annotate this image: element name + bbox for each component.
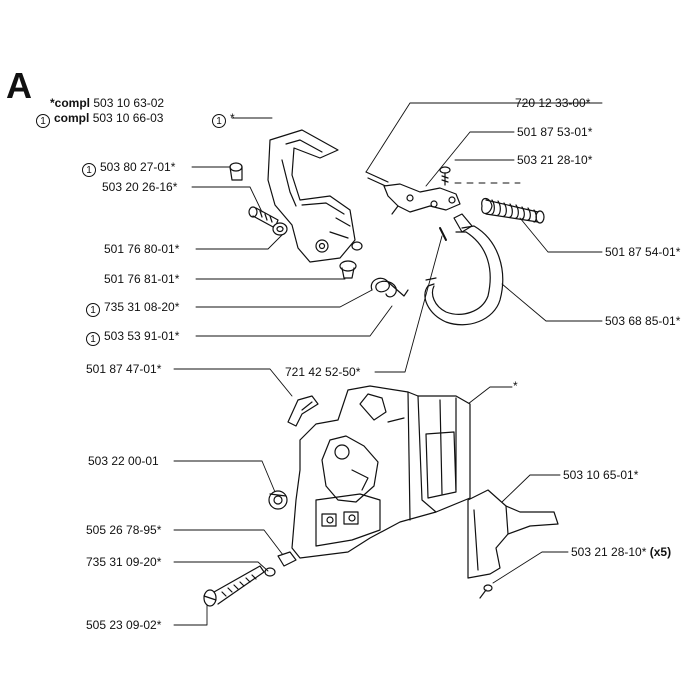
chain-brake-handle: [267, 129, 356, 263]
callout-c21: 505 23 09-02*: [86, 618, 161, 632]
part-number: 503 22 00-01: [88, 454, 159, 468]
callout-c1: 1*: [212, 111, 235, 128]
callout-c3: 503 20 26-16*: [102, 180, 177, 194]
kit-prefix: *: [50, 96, 55, 110]
leader-c9: [365, 102, 603, 173]
spring-washer-part: [264, 567, 276, 577]
part-number: 503 21 28-10*: [517, 153, 593, 167]
leader-c4: [195, 231, 286, 250]
part-number: 501 87 54-01*: [605, 245, 681, 259]
guide-plate-part: [277, 551, 297, 567]
leader-c10: [425, 131, 515, 187]
callout-c5: 501 76 81-01*: [104, 272, 179, 286]
kit-word: compl: [54, 96, 91, 110]
leader-c15: [173, 368, 293, 397]
circled-number: 1: [82, 163, 96, 177]
leader-c8: [374, 235, 443, 373]
leader-c7: [195, 305, 393, 337]
part-number: 503 20 26-16*: [102, 180, 178, 194]
callout-c13: 503 68 85-01*: [605, 314, 680, 328]
callout-c14: *: [513, 379, 518, 393]
part-number: 505 26 78-95*: [86, 523, 162, 537]
part-number: 503 53 91-01*: [104, 329, 180, 343]
leader-c17: [501, 474, 561, 503]
callout-c6: 1 735 31 08-20*: [86, 300, 179, 317]
clutch-cover-housing: [291, 385, 471, 559]
section-letter: A: [6, 65, 32, 106]
leader-c16: [173, 460, 276, 493]
leader-lines: [173, 102, 603, 626]
callout-c9: 720 12 33-00*: [515, 96, 590, 110]
kit-number: 503 10 63-02: [93, 96, 165, 110]
kit-line-2: 1 compl 503 10 66-03: [36, 111, 163, 128]
part-number: *: [230, 111, 235, 125]
part-number: 501 87 53-01*: [517, 125, 593, 139]
screw-part: [439, 166, 451, 186]
catch-lever-part: [287, 395, 319, 427]
pin-part: [439, 227, 447, 241]
part-number: 721 42 52-50*: [285, 365, 361, 379]
kit-line-1: *compl 503 10 63-02: [50, 96, 164, 111]
leader-c21: [173, 597, 208, 626]
rivet-part: [229, 162, 243, 181]
part-number: 720 12 33-00*: [515, 96, 591, 110]
part-number: 501 76 80-01*: [104, 242, 180, 256]
part-number: 503 68 85-01*: [605, 314, 681, 328]
circled-number: 1: [212, 114, 226, 128]
callout-c16: 503 22 00-01: [88, 454, 159, 468]
callout-c7: 1 503 53 91-01*: [86, 329, 179, 346]
leader-c6: [195, 289, 373, 308]
callout-c17: 503 10 65-01*: [563, 468, 638, 482]
part-number: *: [513, 379, 518, 393]
kit-word: compl: [54, 111, 90, 125]
brake-band-part: [424, 213, 504, 326]
callout-c10: 501 87 53-01*: [517, 125, 592, 139]
washer-part: [351, 241, 363, 251]
nut-part: [268, 490, 288, 510]
part-number: 501 76 81-01*: [104, 272, 180, 286]
part-number: 501 87 47-01*: [86, 362, 162, 376]
kit-number: 503 10 66-03: [92, 111, 164, 125]
shoulder-screw-part: [248, 206, 288, 236]
callout-c15: 501 87 47-01*: [86, 362, 161, 376]
callout-c20: 503 21 28-10* (x5): [571, 545, 671, 559]
leader-c20: [492, 551, 569, 584]
part-number: 503 21 28-10*: [571, 545, 647, 559]
callout-c4: 501 76 80-01*: [104, 242, 179, 256]
circled-number: 1: [86, 332, 100, 346]
callout-c2: 1 503 80 27-01*: [82, 160, 175, 177]
brake-lever-part: [365, 171, 461, 215]
callout-c18: 505 26 78-95*: [86, 523, 161, 537]
pivot-bushing-part: [339, 260, 357, 279]
torsion-spring-part: [370, 277, 409, 298]
callout-c8: 721 42 52-50*: [285, 365, 360, 379]
leader-c18: [173, 529, 284, 556]
part-number: 735 31 08-20*: [104, 300, 180, 314]
leader-c19: [173, 561, 269, 572]
adjuster-screw-part: [203, 565, 265, 607]
leader-c13: [501, 283, 603, 322]
callout-c19: 735 31 09-20*: [86, 555, 161, 569]
quantity-note: (x5): [649, 545, 672, 559]
part-number: 503 10 65-01*: [563, 468, 639, 482]
circled-number: 1: [36, 114, 50, 128]
callout-c11: 503 21 28-10*: [517, 153, 592, 167]
part-number: 503 80 27-01*: [100, 160, 176, 174]
leader-c3: [191, 186, 263, 213]
callout-c12: 501 87 54-01*: [605, 245, 680, 259]
part-number: 735 31 09-20*: [86, 555, 162, 569]
leader-c12: [519, 217, 603, 253]
bar-guide-plate-part: [467, 489, 559, 579]
circled-number: 1: [86, 303, 100, 317]
cover-screw-part: [479, 584, 493, 599]
part-number: 505 23 09-02*: [86, 618, 162, 632]
coil-spring-part: [481, 197, 545, 224]
